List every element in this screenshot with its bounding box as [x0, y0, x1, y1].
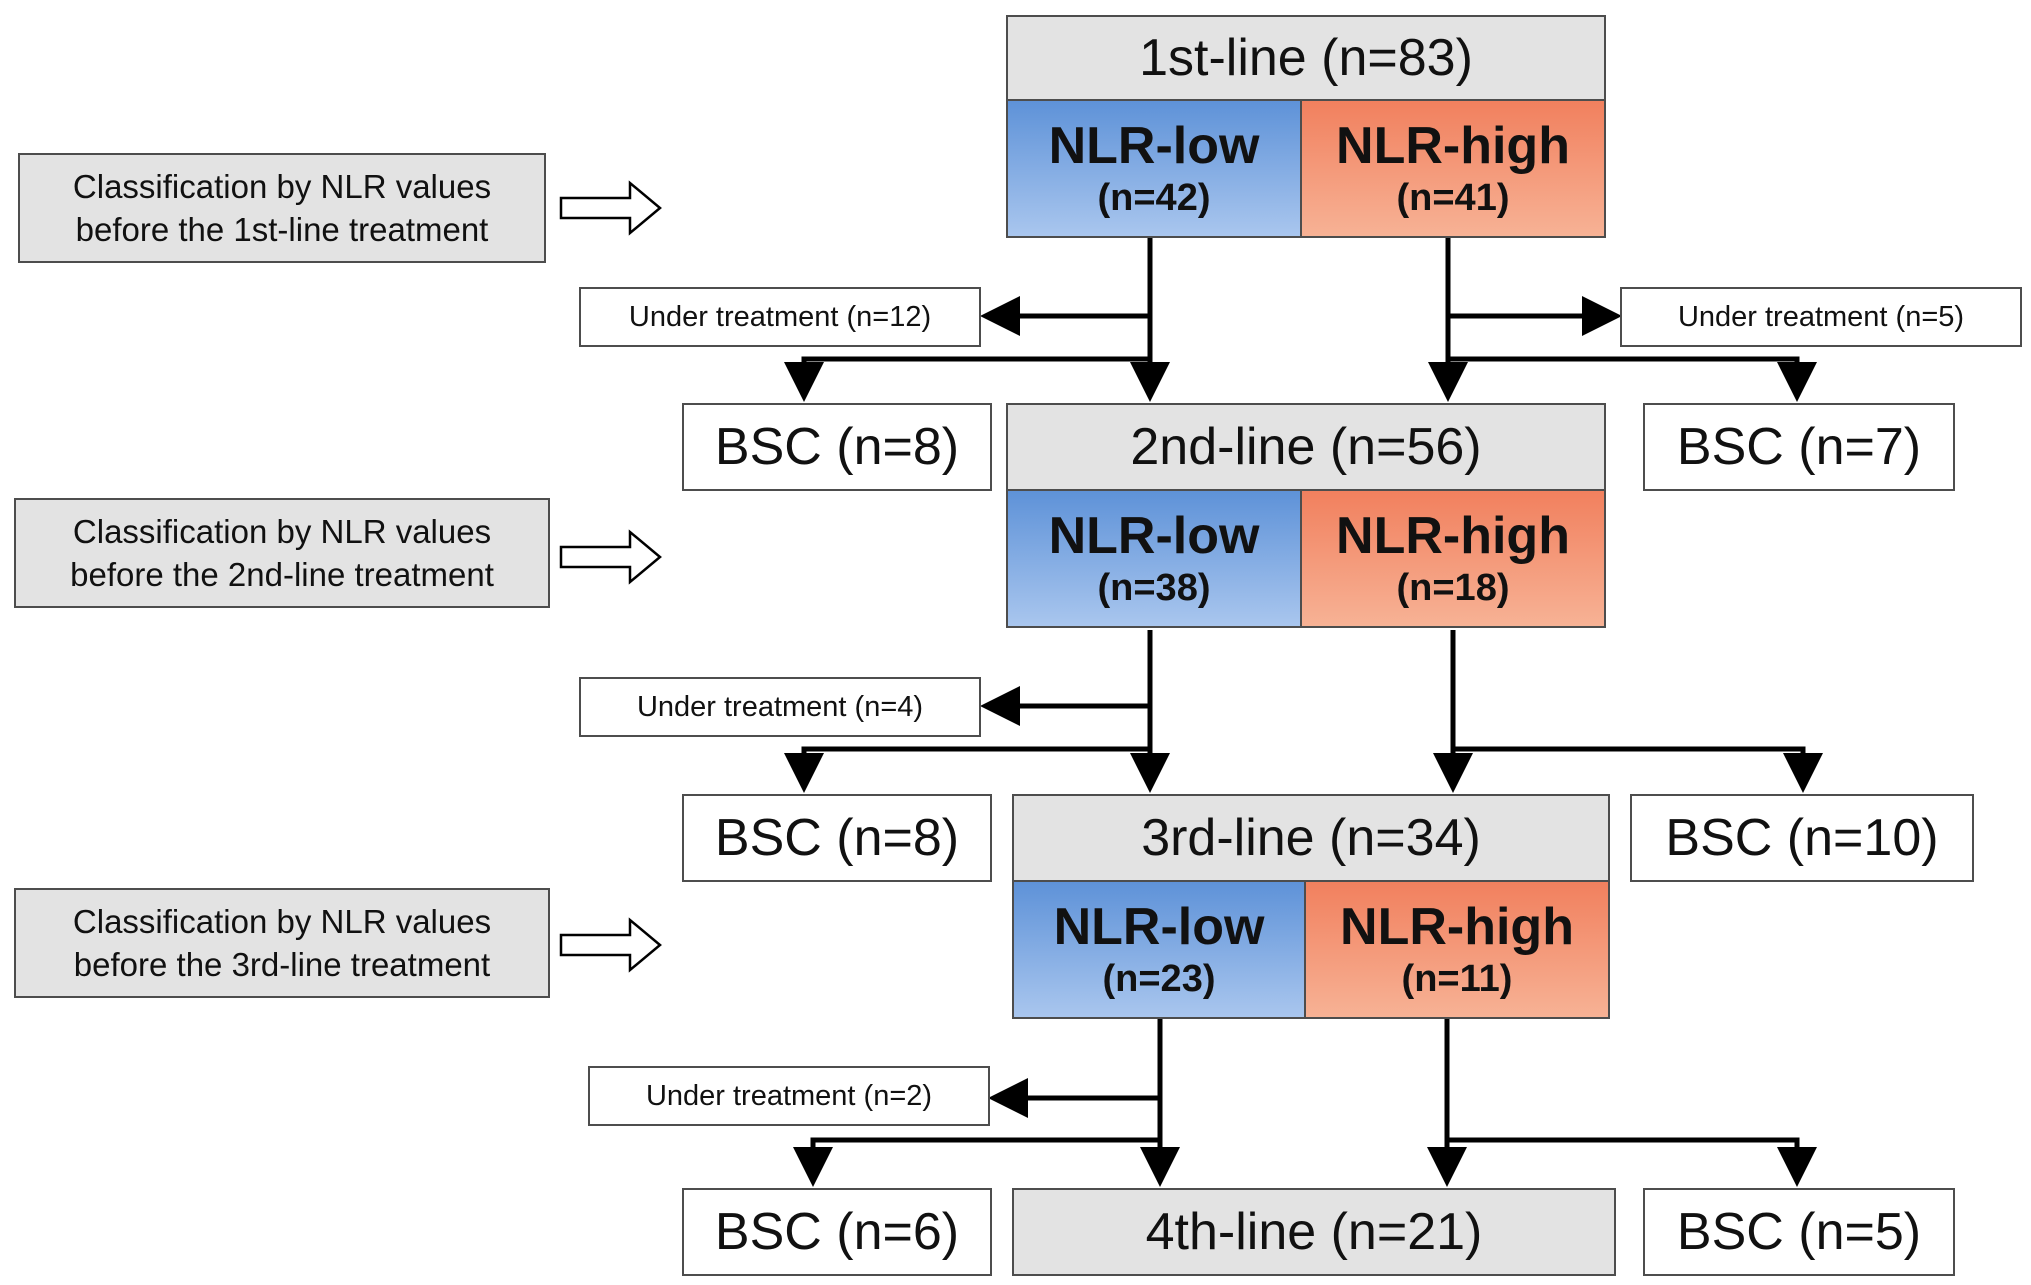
- nlr-high-label: NLR-high: [1340, 897, 1574, 956]
- stage-2-nlr-high-box: NLR-high (n=18): [1300, 489, 1606, 628]
- bsc-label: BSC (n=10): [1665, 809, 1939, 867]
- classification-line-2: before the 2nd-line treatment: [70, 556, 494, 593]
- connector-3-high-bsc: [1447, 1137, 1817, 1187]
- nlr-low-label: NLR-low: [1048, 116, 1260, 175]
- block-arrow-2: [559, 529, 662, 585]
- stage-3-left-bsc: BSC (n=6): [682, 1188, 992, 1276]
- bsc-label: BSC (n=7): [1676, 418, 1922, 476]
- stage-3-title: 3rd-line (n=34): [1141, 809, 1481, 867]
- under-treatment-label: Under treatment (n=4): [636, 690, 924, 723]
- stage-1-left-under-treatment: Under treatment (n=12): [579, 287, 981, 347]
- bsc-label: BSC (n=5): [1676, 1203, 1922, 1261]
- stage-2-header: 2nd-line (n=56): [1006, 403, 1606, 491]
- stage-1-right-under-treatment: Under treatment (n=5): [1620, 287, 2022, 347]
- bsc-label: BSC (n=8): [714, 809, 960, 867]
- under-treatment-label: Under treatment (n=5): [1677, 300, 1965, 333]
- stage-3-nlr-high-box: NLR-high (n=11): [1304, 880, 1610, 1019]
- nlr-low-label: NLR-low: [1048, 506, 1260, 565]
- nlr-high-count: (n=11): [1401, 957, 1513, 1000]
- classification-line-1: Classification by NLR values: [72, 903, 492, 940]
- classification-line-2: before the 3rd-line treatment: [73, 946, 491, 983]
- nlr-low-count: (n=23): [1102, 957, 1216, 1000]
- connector-3-low-bsc: [793, 1137, 1160, 1187]
- classification-line-2: before the 1st-line treatment: [75, 211, 489, 248]
- under-treatment-label: Under treatment (n=12): [628, 300, 932, 333]
- stage-2-right-bsc: BSC (n=10): [1630, 794, 1974, 882]
- stage-1-title: 1st-line (n=83): [1139, 29, 1473, 87]
- nlr-high-count: (n=41): [1396, 176, 1510, 219]
- stage-2-nlr-low-box: NLR-low (n=38): [1006, 489, 1302, 628]
- nlr-high-label: NLR-high: [1336, 116, 1570, 175]
- stage-3-right-bsc: BSC (n=5): [1643, 1188, 1955, 1276]
- nlr-low-count: (n=38): [1097, 566, 1211, 609]
- classification-line-1: Classification by NLR values: [72, 168, 492, 205]
- stage-2-left-under-treatment: Under treatment (n=4): [579, 677, 981, 737]
- stage-3-header: 3rd-line (n=34): [1012, 794, 1610, 882]
- stage-1-classification-box: Classification by NLR values before the …: [18, 153, 546, 263]
- nlr-high-count: (n=18): [1396, 566, 1510, 609]
- stage-2-classification-box: Classification by NLR values before the …: [14, 498, 550, 608]
- nlr-low-count: (n=42): [1097, 176, 1211, 219]
- block-arrow-1: [559, 180, 662, 236]
- connector-2-low-bsc: [784, 746, 1150, 793]
- stage-1-right-bsc: BSC (n=7): [1643, 403, 1955, 491]
- stage-3-classification-box: Classification by NLR values before the …: [14, 888, 550, 998]
- stage-3-left-under-treatment: Under treatment (n=2): [588, 1066, 990, 1126]
- bsc-label: BSC (n=8): [714, 418, 960, 476]
- connector-1-high-bsc: [1448, 356, 1817, 402]
- block-arrow-3: [559, 917, 662, 973]
- connector-2-high-bsc: [1453, 746, 1823, 793]
- stage-1-left-bsc: BSC (n=8): [682, 403, 992, 491]
- under-treatment-label: Under treatment (n=2): [645, 1079, 933, 1112]
- stage-2-left-bsc: BSC (n=8): [682, 794, 992, 882]
- stage-4-header: 4th-line (n=21): [1012, 1188, 1616, 1276]
- nlr-high-label: NLR-high: [1336, 506, 1570, 565]
- stage-3-nlr-low-box: NLR-low (n=23): [1012, 880, 1306, 1019]
- connector-1-low-bsc: [784, 356, 1150, 402]
- stage-2-title: 2nd-line (n=56): [1130, 418, 1482, 476]
- classification-line-1: Classification by NLR values: [72, 513, 492, 550]
- stage-1-nlr-low-box: NLR-low (n=42): [1006, 99, 1302, 238]
- stage-4-title: 4th-line (n=21): [1145, 1203, 1483, 1261]
- bsc-label: BSC (n=6): [714, 1203, 960, 1261]
- stage-1-header: 1st-line (n=83): [1006, 15, 1606, 101]
- nlr-low-label: NLR-low: [1053, 897, 1265, 956]
- stage-1-nlr-high-box: NLR-high (n=41): [1300, 99, 1606, 238]
